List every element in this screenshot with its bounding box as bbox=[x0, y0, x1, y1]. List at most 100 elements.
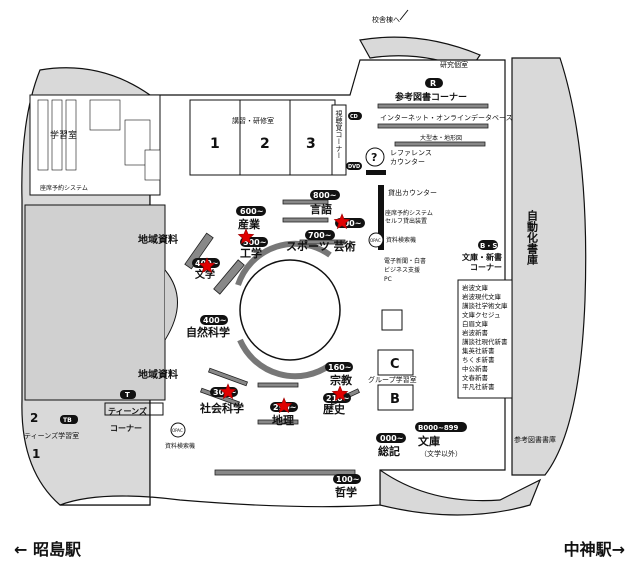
r-badge-text: R bbox=[430, 79, 436, 88]
pill-000-text: 000~ bbox=[380, 434, 403, 443]
left-room-1: 1 bbox=[32, 447, 40, 461]
av-booth bbox=[331, 104, 347, 176]
group-study-label: グループ学習室 bbox=[368, 375, 417, 384]
bunko-list-item: 平凡社新書 bbox=[462, 382, 495, 391]
bottom-wave bbox=[379, 468, 542, 516]
philosophy-label: 哲学 bbox=[335, 485, 357, 499]
atrium-ring-2 bbox=[237, 338, 332, 380]
room-1-label: 1 bbox=[210, 136, 220, 152]
left-room-2: 2 bbox=[30, 411, 38, 425]
opac-icon-left-text: OPAC bbox=[172, 428, 183, 433]
bunko-storage-label: 文庫 bbox=[418, 434, 440, 448]
social-science-label: 社会科学 bbox=[199, 401, 244, 415]
circulation-counter-label: 貸出カウンター bbox=[388, 188, 437, 197]
tb-pill-text: TB bbox=[63, 417, 72, 424]
star-marker bbox=[333, 213, 351, 230]
reference-shelves bbox=[377, 103, 489, 147]
pill-000 bbox=[376, 433, 406, 443]
tb-pill bbox=[60, 415, 78, 424]
bunko-list-item: 講談社現代新書 bbox=[462, 337, 508, 346]
pill-600 bbox=[236, 206, 266, 216]
teens-corner-label: コーナー bbox=[110, 424, 142, 433]
teens-room-label: ティーンズ学習室 bbox=[24, 431, 79, 440]
seminar-label: 講習・研修室 bbox=[232, 116, 274, 125]
pill-700-text: 700~ bbox=[308, 231, 331, 240]
bunko-corner-label-2: コーナー bbox=[470, 263, 502, 272]
general-label: 総記 bbox=[378, 444, 400, 458]
study-room-label: 学習室 bbox=[50, 129, 77, 141]
circulation-desk bbox=[378, 185, 384, 250]
dvd-pill bbox=[346, 162, 362, 170]
pill-900-text: 900~ bbox=[338, 219, 361, 228]
pill-600-text: 600~ bbox=[240, 207, 263, 216]
pill-400b bbox=[200, 315, 228, 325]
pill-100 bbox=[333, 474, 361, 484]
regional-curve bbox=[164, 269, 178, 341]
reference-counter-label-2: カウンター bbox=[390, 157, 425, 166]
bunko-list-item: 文春新書 bbox=[462, 373, 489, 382]
location-markers bbox=[198, 213, 351, 414]
central-atrium bbox=[239, 259, 341, 361]
pill-160 bbox=[325, 362, 353, 372]
bunko-list-item: 岩波新書 bbox=[462, 328, 489, 337]
bunko-list-box bbox=[457, 279, 513, 399]
pill-160-text: 160~ bbox=[328, 363, 351, 372]
star-marker bbox=[275, 397, 293, 414]
bunko-list-item: 白眉文庫 bbox=[462, 319, 489, 328]
regional-upper-label: 地域資料 bbox=[138, 233, 178, 246]
pc-icon bbox=[381, 309, 403, 331]
room-2-label: 2 bbox=[260, 136, 270, 152]
industry-label: 産業 bbox=[238, 217, 261, 231]
opac-search-right: 資料検索機 bbox=[386, 236, 416, 244]
pill-800-text: 800~ bbox=[313, 191, 336, 200]
religion-label: 宗教 bbox=[330, 373, 353, 387]
auto-stack-label: 自動化書庫 bbox=[526, 209, 539, 266]
to-school-arrow bbox=[399, 9, 409, 21]
bunko-list-item: ちくま新書 bbox=[462, 355, 495, 364]
reference-stack-label: 参考図書書庫 bbox=[514, 435, 556, 444]
av-booth-label: 視聴覚コーナー bbox=[335, 109, 343, 159]
pill-800 bbox=[310, 190, 340, 200]
star-marker bbox=[198, 257, 216, 274]
building-outer-right bbox=[511, 57, 587, 476]
newspaper-label-2: ビジネス支援 bbox=[384, 266, 420, 274]
reference-desk bbox=[366, 170, 386, 175]
reservation-label: 座席予約システム bbox=[385, 209, 433, 217]
bunko-corner-label: 文庫・新書 bbox=[462, 252, 502, 262]
opac-search-left: 資料検索機 bbox=[165, 442, 195, 450]
star-marker bbox=[237, 228, 255, 245]
reference-counter-label: レファレンス bbox=[390, 149, 432, 157]
reservation-label-2: セルフ貸出装置 bbox=[385, 217, 427, 225]
seminar-room-2 bbox=[239, 99, 291, 176]
bunko-list-item: 中公新書 bbox=[462, 364, 489, 373]
info-icon bbox=[365, 147, 385, 167]
atrium-ring bbox=[235, 240, 332, 286]
pill-400b-text: 400~ bbox=[203, 316, 226, 325]
pill-700 bbox=[305, 230, 335, 240]
to-school-label: 校舎棟へ bbox=[372, 15, 400, 24]
teens-box bbox=[104, 402, 164, 416]
r-badge bbox=[425, 78, 443, 88]
group-b-label: B bbox=[390, 392, 400, 407]
cd-pill bbox=[348, 112, 362, 120]
newspaper-label: 電子新聞・白書 bbox=[384, 257, 426, 265]
engineering-label: 工学 bbox=[240, 246, 262, 260]
station-right-label: 中神駅→ bbox=[563, 540, 625, 559]
info-icon-glyph: ? bbox=[371, 151, 377, 164]
bunko-note-label: （文学以外） bbox=[420, 449, 462, 458]
bs-pill bbox=[478, 240, 498, 250]
t-pill bbox=[120, 390, 136, 399]
pill-100-text: 100~ bbox=[336, 475, 359, 484]
opac-icon-right-text: OPAC bbox=[370, 238, 381, 243]
bunko-list: 岩波文庫岩波現代文庫講談社学術文庫文庫クセジュ白眉文庫岩波新書講談社現代新書集英… bbox=[462, 283, 508, 391]
language-label: 言語 bbox=[310, 202, 332, 216]
group-room-c bbox=[377, 349, 414, 376]
group-room-b bbox=[377, 384, 414, 411]
bunko-list-item: 講談社学術文庫 bbox=[462, 301, 508, 310]
pill-500-text: 500~ bbox=[243, 238, 266, 247]
regional-lower-label: 地域資料 bbox=[138, 368, 178, 381]
oversize-label: 大型本・地形図 bbox=[420, 134, 462, 142]
opac-icon-left bbox=[170, 422, 186, 438]
study-room-desks bbox=[37, 99, 161, 181]
